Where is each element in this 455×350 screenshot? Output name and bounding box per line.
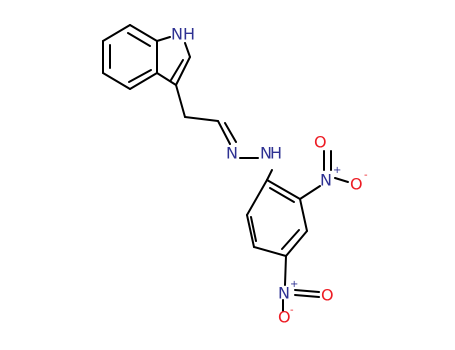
bonds xyxy=(102,24,349,312)
bond xyxy=(246,214,255,248)
bond xyxy=(266,169,273,181)
nitro4-plus-charge: + xyxy=(290,279,298,290)
nitro2-o-right-label: O xyxy=(350,175,363,194)
bond xyxy=(334,177,349,183)
hydrazine-n-label: N xyxy=(260,144,272,163)
bond xyxy=(156,36,171,42)
bond xyxy=(184,116,219,122)
nitro2-minus-charge: - xyxy=(364,170,368,181)
bond xyxy=(129,72,158,90)
bond xyxy=(156,72,177,86)
bond xyxy=(250,216,257,242)
nitro2-o-up-label: O xyxy=(314,133,327,152)
nitro4-o-right-label: O xyxy=(321,286,334,305)
bond xyxy=(253,246,287,257)
bond xyxy=(175,84,186,118)
bond xyxy=(299,198,308,232)
bond xyxy=(281,229,300,250)
nitro4-o-down-label: O xyxy=(278,308,291,327)
nitro4-n-label: N xyxy=(278,284,290,303)
imine-n-label: N xyxy=(226,144,238,163)
indole-nh-label: NH xyxy=(171,25,195,44)
atom-labels: NH N N H N + O O - N + O O - xyxy=(171,25,368,327)
nitro2-n-label: N xyxy=(320,171,332,190)
bond xyxy=(170,59,184,81)
bond xyxy=(175,56,191,86)
bond xyxy=(217,120,231,145)
bond xyxy=(266,179,301,200)
bond xyxy=(127,32,151,47)
nitro2-plus-charge: + xyxy=(333,165,341,176)
bond xyxy=(285,230,308,257)
bond xyxy=(299,185,321,200)
bond xyxy=(102,72,131,90)
bond xyxy=(128,69,152,83)
hydrazine-h-label: H xyxy=(270,144,282,163)
bond xyxy=(102,24,131,42)
bond xyxy=(184,42,191,58)
bond xyxy=(294,289,320,293)
bond xyxy=(269,187,295,203)
bond xyxy=(129,24,158,42)
bond xyxy=(294,294,320,298)
bond xyxy=(224,122,237,143)
bond xyxy=(246,179,268,216)
bond xyxy=(284,255,287,286)
nitro4-minus-charge: - xyxy=(290,305,294,316)
